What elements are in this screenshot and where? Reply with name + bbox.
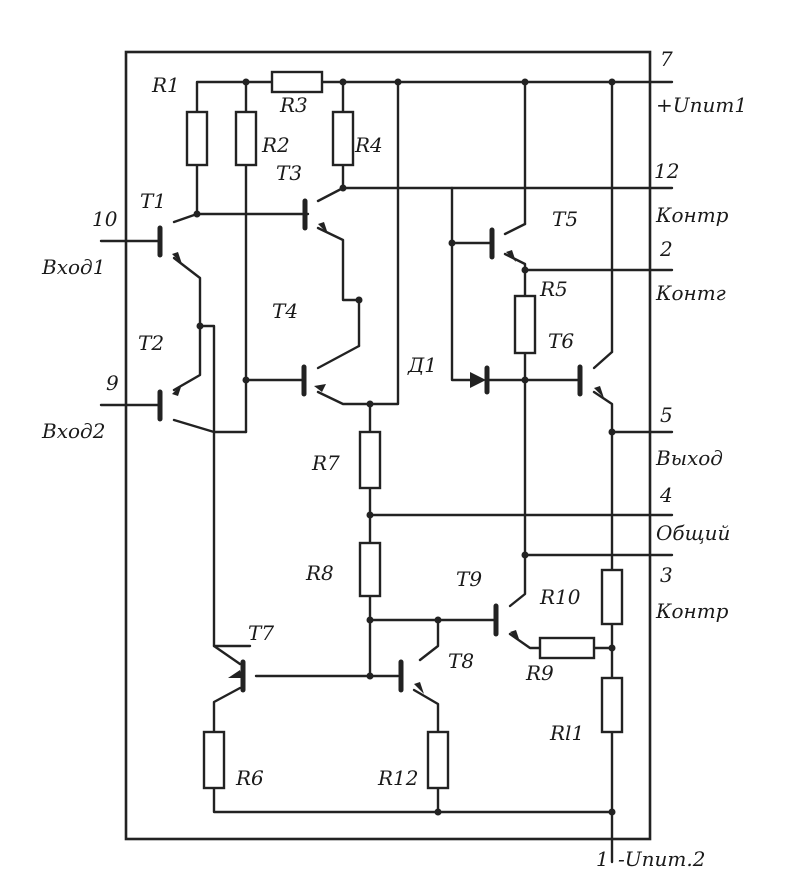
label-t5: T5 [552, 207, 578, 231]
label-r11: Rl1 [549, 721, 584, 745]
pin-2-name: Контг [655, 281, 726, 305]
pin-5-name: Выход [655, 446, 723, 470]
label-r10: R10 [539, 585, 581, 609]
resistor-r7 [358, 430, 382, 490]
label-r2: R2 [261, 133, 290, 157]
pin-10-number: 10 [92, 207, 118, 231]
label-r12: R12 [377, 766, 419, 790]
resistor-r11 [600, 676, 624, 734]
pin-1-name: -Uпит.2 [618, 847, 705, 871]
pin-4-name: Общий [656, 521, 730, 545]
resistors [185, 70, 624, 790]
pin-3-name: Контр [655, 599, 729, 623]
label-r4: R4 [354, 133, 383, 157]
transistor-bases [157, 198, 604, 694]
pin-2-number: 2 [659, 237, 673, 261]
label-r6: R6 [235, 766, 264, 790]
wires [99, 80, 674, 864]
resistor-r3 [270, 70, 324, 94]
pin-12-name: Контр [655, 203, 729, 227]
label-t1: T1 [140, 189, 166, 213]
pin-7-name: +Uпит1 [656, 93, 747, 117]
pin-10-name: Вход1 [41, 255, 105, 279]
pin-1-number: 1 [596, 847, 609, 871]
pin-9-name: Вход2 [41, 419, 105, 443]
pin-4-number: 4 [659, 483, 673, 507]
pin-labels: 7 +Uпит1 12 Контр 2 Контг 5 Выход 4 Общи… [41, 47, 747, 871]
resistor-r9 [538, 636, 596, 660]
label-r8: R8 [305, 561, 334, 585]
junction-dots [193, 78, 616, 816]
label-t9: T9 [456, 567, 482, 591]
diode-d1 [470, 365, 490, 395]
pin-7-number: 7 [660, 47, 673, 71]
ic-package-outline [124, 50, 652, 841]
label-t7: T7 [248, 621, 274, 645]
label-t4: T4 [272, 299, 298, 323]
resistor-r10 [600, 568, 624, 626]
label-d1: Д1 [407, 353, 437, 377]
pin-5-number: 5 [660, 403, 673, 427]
label-t6: T6 [548, 329, 574, 353]
resistor-r6 [202, 730, 226, 790]
label-r5: R5 [539, 277, 568, 301]
label-t3: T3 [276, 161, 302, 185]
label-r7: R7 [311, 451, 340, 475]
resistor-r12 [426, 730, 450, 790]
resistor-r5 [513, 294, 537, 355]
component-labels: R1 R2 R3 R4 R5 R6 R7 R8 R9 R10 Rl1 R12 T… [138, 73, 584, 790]
label-t2: T2 [138, 331, 164, 355]
label-r9: R9 [525, 661, 554, 685]
label-r3: R3 [279, 93, 308, 117]
pin-9-number: 9 [106, 371, 119, 395]
resistor-r8 [358, 541, 382, 598]
pin-12-number: 12 [654, 159, 679, 183]
pin-3-number: 3 [660, 563, 673, 587]
label-t8: T8 [448, 649, 474, 673]
label-r1: R1 [151, 73, 180, 97]
resistor-r1 [185, 110, 209, 167]
resistor-r4 [331, 110, 355, 167]
resistor-r2 [234, 110, 258, 167]
